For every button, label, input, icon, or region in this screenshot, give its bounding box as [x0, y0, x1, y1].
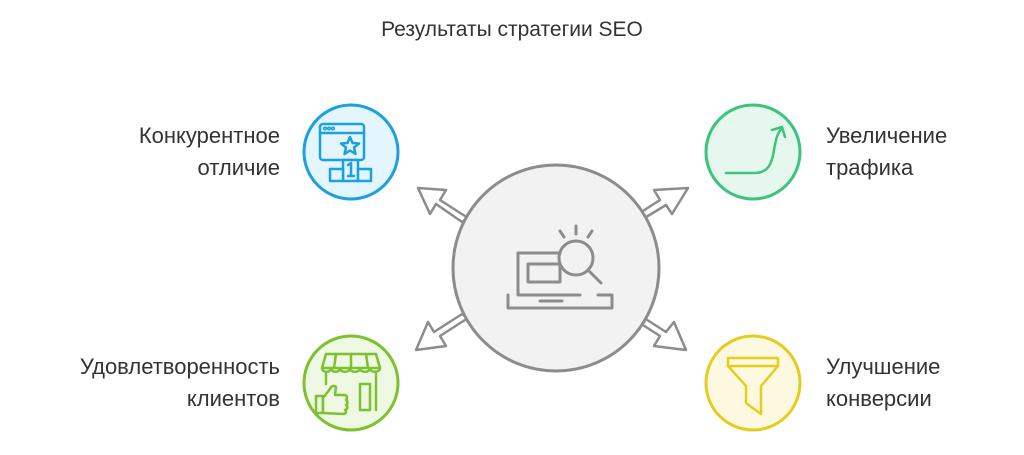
funnel-icon [726, 356, 780, 416]
label-satisfaction-line1: Удовлетворенность [79, 354, 280, 379]
label-conversion: Улучшение конверсии [826, 351, 940, 415]
growth-curve-icon [724, 125, 787, 175]
label-traffic-line2: трафика [826, 155, 914, 180]
traffic-node [704, 103, 802, 201]
competitive-node [302, 103, 400, 201]
label-satisfaction: Удовлетворенность клиентов [80, 351, 280, 415]
conversion-node [704, 334, 802, 432]
label-conversion-line1: Улучшение [826, 354, 941, 379]
center-node [451, 163, 661, 373]
label-satisfaction-line2: клиентов [186, 386, 280, 411]
satisfaction-node [302, 334, 400, 432]
diagram-title: Результаты стратегии SEO [381, 18, 643, 41]
label-competitive: Конкурентное отличие [139, 120, 280, 184]
label-traffic: Увеличение трафика [826, 120, 947, 184]
label-traffic-line1: Увеличение [826, 123, 948, 148]
label-competitive-line1: Конкурентное [138, 123, 280, 148]
label-competitive-line2: отличие [197, 155, 280, 180]
store-thumbs-up-icon [314, 352, 382, 416]
arrow-to-competitive [416, 186, 470, 224]
laptop-search-icon [506, 224, 614, 310]
ranking-podium-icon [318, 122, 373, 183]
arrow-to-satisfaction [414, 312, 470, 352]
label-conversion-line2: конверсии [826, 386, 932, 411]
